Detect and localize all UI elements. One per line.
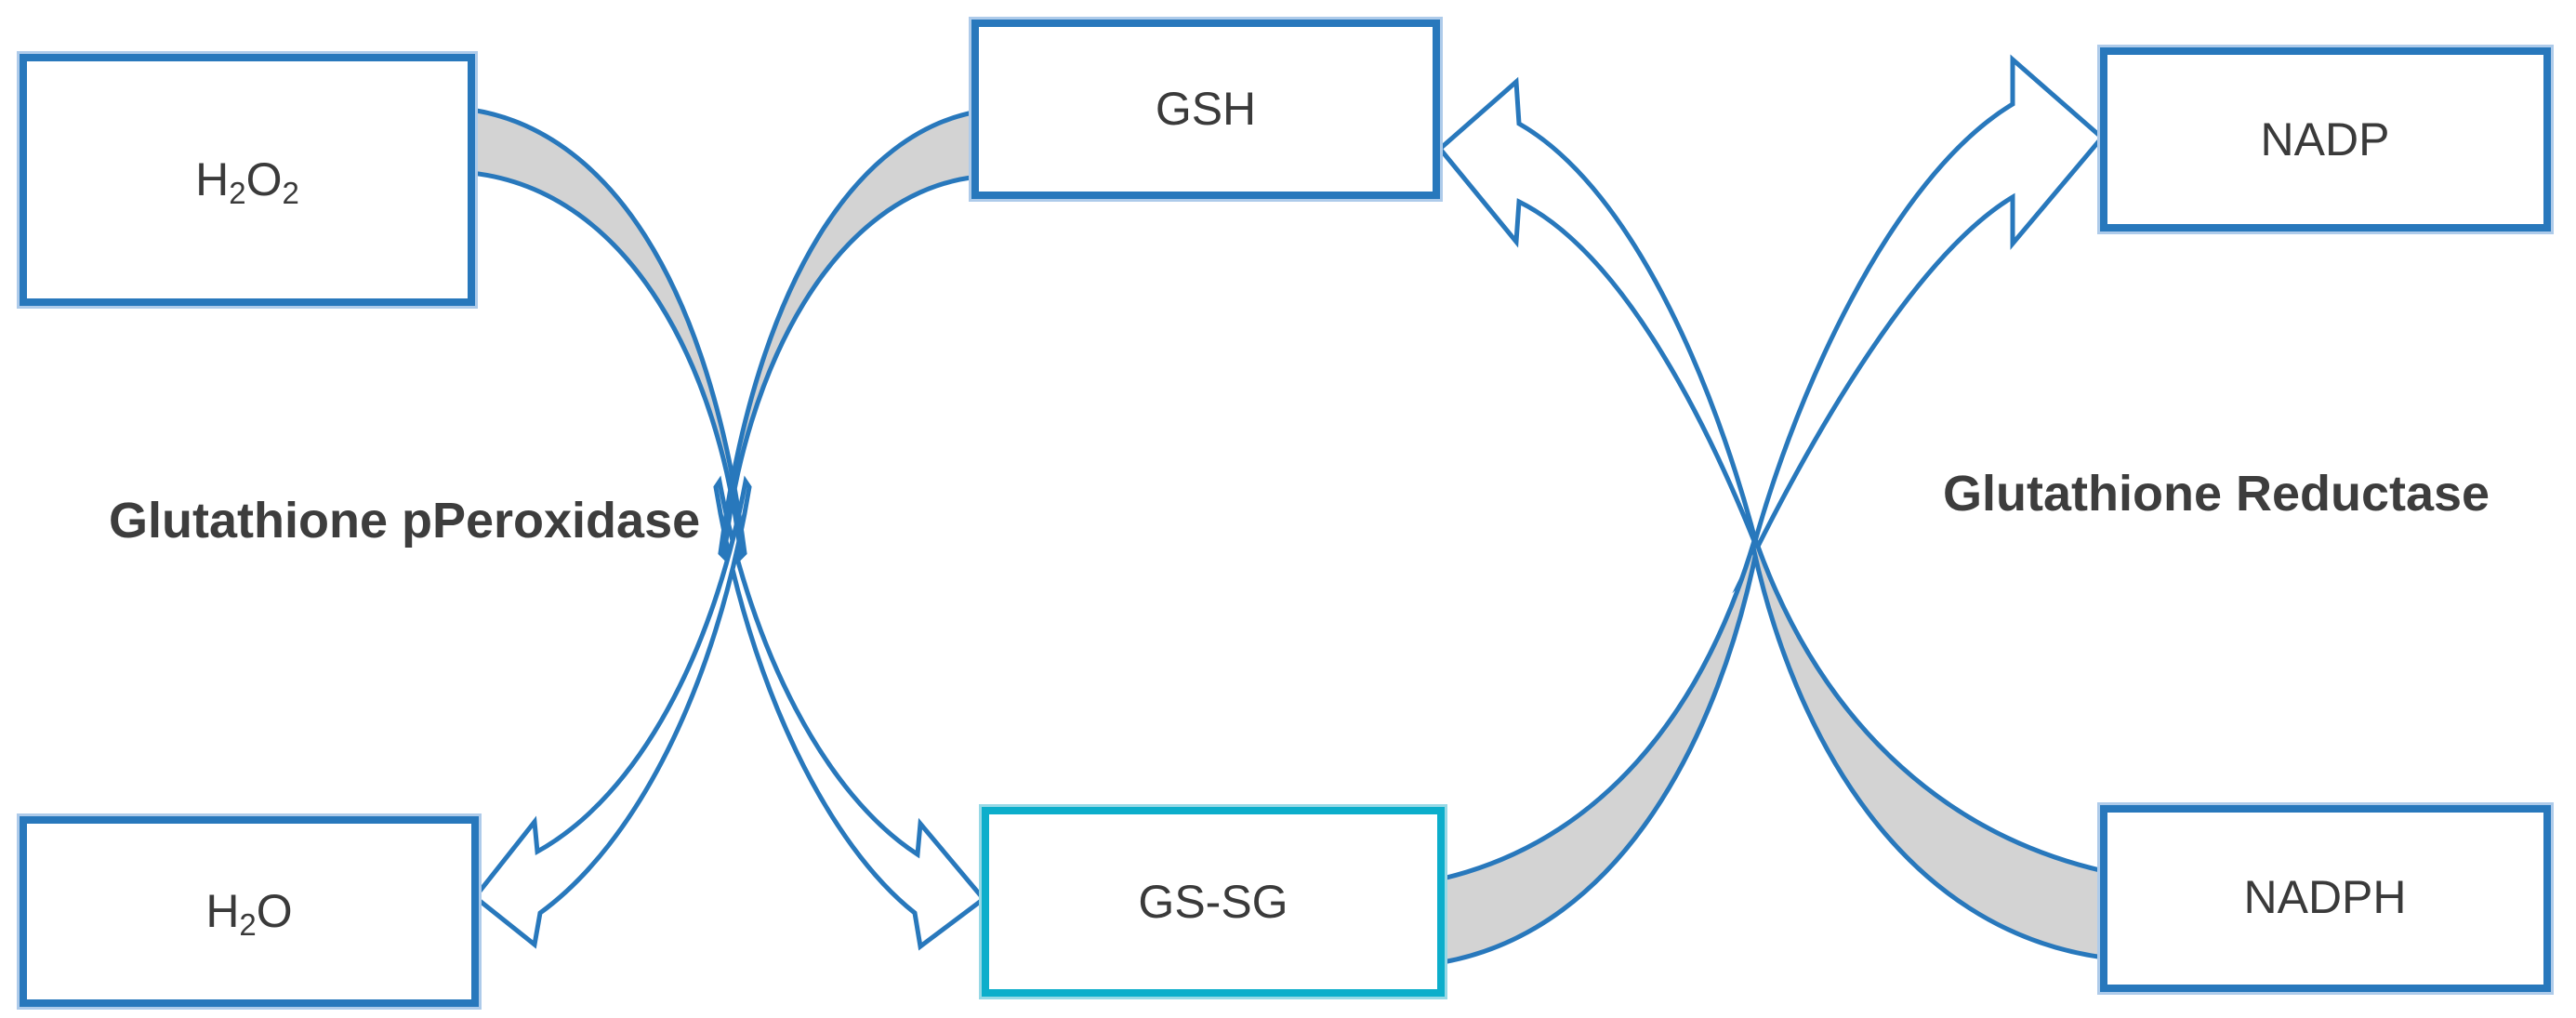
box-nadph-label: NADPH [2243, 871, 2406, 923]
box-nadp-border [2100, 47, 2551, 231]
arrow-nadph-to-gsh-head [1436, 76, 1777, 591]
box-h2o-border [20, 816, 479, 1007]
box-h2o-label: H2O [205, 885, 292, 942]
h2o-sub-1: 2 [239, 907, 256, 942]
h2o2-part-h: H [195, 153, 229, 205]
h2o2-sub-2: 2 [283, 176, 299, 210]
arrow-h2o2-to-gssg-head [713, 475, 987, 951]
box-gssg-label: GS-SG [1138, 876, 1288, 928]
box-h2o2-border [20, 54, 475, 306]
box-nadph: NADPH [2097, 802, 2554, 995]
box-h2o: H2O [17, 813, 482, 1010]
h2o2-sub-1: 2 [229, 176, 245, 210]
ribbon-nadph-to-pinch [1750, 539, 2107, 960]
box-gssg: GS-SG [979, 804, 1447, 999]
box-nadp: NADP [2097, 45, 2554, 234]
arrow-gssg-to-nadp-head [1732, 54, 2106, 594]
box-gsh-border [971, 20, 1440, 199]
h2o2-part-o: O [246, 153, 283, 205]
ribbon-h2o2-to-pinch [469, 107, 747, 562]
enzyme-label-glutathione-reductase: Glutathione Reductase [1943, 466, 2490, 522]
enzyme-label-glutathione-peroxidase: Glutathione pPeroxidase [109, 493, 700, 549]
box-gssg-border [982, 807, 1445, 997]
box-gsh-label: GSH [1156, 83, 1256, 135]
box-gsh: GSH [969, 17, 1443, 202]
box-nadph-border [2100, 805, 2551, 992]
ribbon-gsh-to-pinch [718, 109, 981, 562]
ribbon-gssg-to-pinch [1440, 539, 1760, 965]
h2o-part-o: O [257, 885, 293, 937]
arrow-gsh-to-h2o-head [471, 475, 752, 949]
h2o-part-h: H [205, 885, 239, 937]
box-h2o2: H2O2 [17, 51, 478, 309]
box-nadp-label: NADP [2261, 113, 2390, 165]
box-h2o2-label: H2O2 [195, 153, 299, 210]
